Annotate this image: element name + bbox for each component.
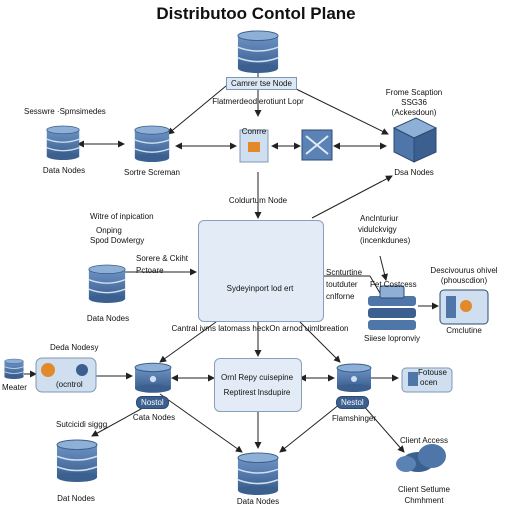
cloud-icon (396, 444, 446, 472)
left-top-node-label: Data Nodes (42, 166, 86, 175)
fat-label: Fet Costcess (370, 280, 417, 289)
right-mid-text-5: toutduter (326, 280, 358, 289)
deda-nodesy-label: Deda Nodesy (50, 343, 99, 352)
right-top-header-3: (Ackesdoun) (391, 108, 437, 117)
server-stack-icon (392, 117, 438, 163)
right-bottom-label: Flamshinger (331, 414, 377, 423)
diagram-title: Distributoo Contol Plane (156, 4, 356, 23)
left-mid-database-icon (88, 264, 126, 304)
left-bottom-node-label: Cata Nodes (132, 413, 176, 422)
client-access-label: Client Access (399, 436, 449, 445)
stack-label: Siiese lopronviy (363, 334, 421, 343)
top-subtitle: Flatmerdeodlerotiunt Lopr (212, 97, 304, 106)
center-badge-label: Conrre (241, 127, 267, 136)
left-mid-node-label: Data Nodes (86, 314, 130, 323)
bottom-data-nodes-label: Data Nodes (236, 497, 280, 506)
top-node-label: Camrer tse Node (226, 77, 297, 90)
right-mid-text-4: Scnturtine (326, 268, 363, 277)
far-right-text-3: Cmclutine (446, 326, 482, 335)
flamshinger-icon (336, 363, 372, 393)
center-left-node-label: Sortre Screman (123, 168, 181, 177)
left-top-database-icon (46, 125, 80, 161)
right-top-header-1: Frome Scaption (385, 88, 443, 97)
left-mid-text-1: Witre of inpication (90, 212, 154, 221)
center-caption: Cantral iyms latomass heckOn arnod uimlb… (171, 324, 349, 333)
left-top-header: Sesswre ·Spmsimedes (24, 107, 106, 116)
far-right-text-2: (phouscdion) (440, 276, 488, 285)
right-mid-text-6: cnlforne (326, 292, 355, 301)
client-text-1: Client Setlume (397, 485, 451, 494)
right-top-header-2: SSG36 (401, 98, 427, 107)
left-mid-text-3: Spod Dowlergy (90, 236, 145, 245)
center-node-box (198, 220, 324, 322)
far-right-text-1: Descivourus ohivel (430, 266, 498, 275)
right-mid-text-3: (incenkdunes) (360, 236, 411, 245)
sutcidi-label: Sutcicidi siggg (56, 420, 108, 429)
lower-center-text-1: Ornl Repy cuisepine (220, 373, 294, 382)
future-text-1: Fotouse (418, 368, 447, 377)
center-box-label: Sydeyinport lod ert (226, 284, 294, 293)
future-text-2: ocen (420, 378, 438, 387)
left-mid-text-2: Onping (96, 226, 122, 235)
control-inner-label: (ocntrol (56, 380, 83, 389)
pill-right: Nestol (336, 396, 369, 409)
left-mid-arrow-label-2: Pctoare (136, 266, 164, 275)
bottom-database-icon (237, 452, 279, 496)
edge-top-to-left (167, 85, 227, 135)
meater-database-icon (4, 358, 24, 380)
right-mid-stack-icon (368, 285, 416, 330)
lower-center-text-2: Reptirest lnsdupire (223, 388, 291, 397)
meater-label: Meater (2, 383, 27, 392)
center-left-database-icon (134, 125, 170, 163)
client-text-2: Chmhment (404, 496, 444, 505)
lower-center-box (214, 358, 302, 412)
right-mid-text-2: vidulckvigy (358, 225, 397, 234)
edge-top-to-right (289, 85, 389, 135)
left-mid-arrow-label: Sorere & Ckiht (136, 254, 189, 263)
mid-node-label: Coldurtum Node (228, 196, 288, 205)
pill-left: Nostol (136, 396, 169, 409)
cata-nodes-icon (134, 362, 172, 394)
top-database-icon (237, 30, 279, 74)
right-mid-text-1: Anclnturiur (360, 214, 399, 223)
sutcidi-database-icon (56, 438, 98, 484)
dat-nodes-label: Dat Nodes (57, 494, 95, 503)
right-top-node-label: Dsa Nodes (394, 168, 434, 177)
